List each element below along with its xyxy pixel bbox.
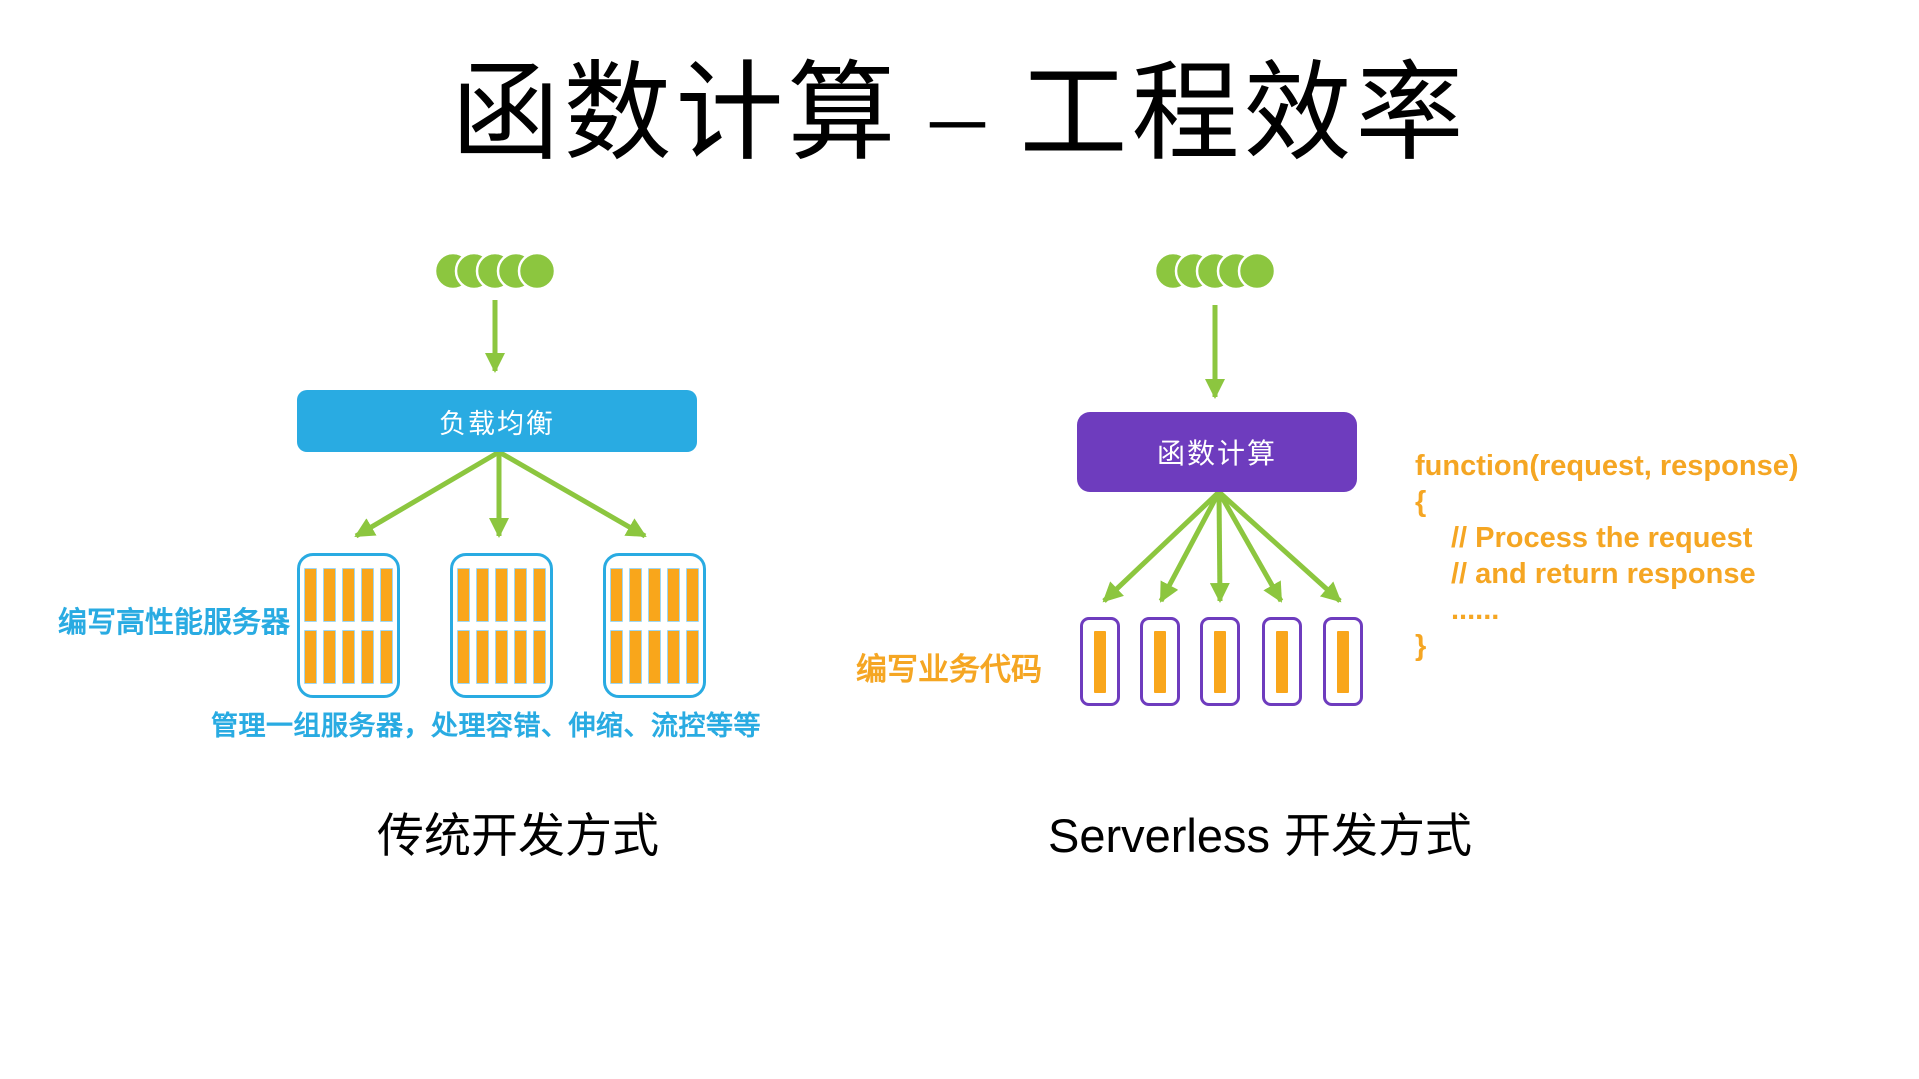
server-bar (476, 629, 489, 684)
function-compute-box: 函数计算 (1077, 412, 1357, 492)
server-bar (323, 567, 336, 622)
function-instance (1200, 617, 1240, 706)
server-bar-row (457, 629, 546, 684)
client-requests-icon (1153, 251, 1277, 291)
server-bar (361, 567, 374, 622)
server-bar (648, 629, 661, 684)
code-line: ...... (1451, 594, 1500, 626)
server-bar (476, 567, 489, 622)
function-bar (1337, 630, 1349, 693)
server-bar (342, 629, 355, 684)
function-bar (1154, 630, 1166, 693)
server-bar (667, 629, 680, 684)
server-rack (450, 553, 553, 698)
request-circle (517, 251, 557, 291)
server-bar (610, 629, 623, 684)
code-line: function(request, response) (1415, 450, 1799, 482)
arrow-fc-to-fn-1 (1102, 490, 1221, 603)
server-bar-row (457, 567, 546, 622)
function-bar (1214, 630, 1226, 693)
server-bar (495, 567, 508, 622)
arrow-fc-to-fn-2 (1158, 490, 1222, 603)
server-bar (533, 567, 546, 622)
server-bar (648, 567, 661, 622)
arrow-fc-to-fn-4 (1216, 490, 1284, 603)
code-line: // Process the request (1451, 522, 1753, 554)
arrow-fc-to-fn-5 (1217, 490, 1342, 603)
server-bar (323, 629, 336, 684)
code-line: { (1415, 486, 1427, 518)
arrow-lb-to-rack-3 (497, 449, 647, 539)
page-title: 函数计算 – 工程效率 (451, 55, 1468, 174)
server-bar-row (610, 567, 699, 622)
function-compute-label: 函数计算 (1156, 438, 1277, 469)
server-bar-row (304, 567, 393, 622)
function-instance (1080, 617, 1120, 706)
arrow-lb-to-rack-1 (354, 449, 501, 539)
code-snippet: function(request, response) { // Process… (1415, 448, 1799, 664)
traditional-caption: 传统开发方式 (377, 811, 659, 863)
server-bar (361, 629, 374, 684)
server-bar (495, 629, 508, 684)
function-instance (1140, 617, 1180, 706)
load-balancer-box: 负载均衡 (297, 390, 697, 452)
function-instance (1262, 617, 1302, 706)
server-bar (610, 567, 623, 622)
server-bar-row (610, 629, 699, 684)
code-line: } (1415, 630, 1427, 662)
server-bar (342, 567, 355, 622)
server-bar (457, 567, 470, 622)
arrow-fc-to-fn-3 (1209, 491, 1230, 603)
code-line: // and return response (1451, 558, 1756, 590)
server-bar (686, 567, 699, 622)
server-bar (380, 567, 393, 622)
server-bar (514, 567, 527, 622)
server-bar (304, 567, 317, 622)
server-bar (514, 629, 527, 684)
request-circle (1237, 251, 1277, 291)
server-bar (629, 567, 642, 622)
manage-servers-label: 管理一组服务器，处理容错、伸缩、流控等等 (211, 711, 761, 741)
function-bar (1276, 630, 1288, 693)
server-bar-row (304, 629, 393, 684)
server-bar (686, 629, 699, 684)
server-bar (629, 629, 642, 684)
function-bar (1094, 630, 1106, 693)
client-requests-icon (433, 251, 557, 291)
server-bar (667, 567, 680, 622)
serverless-caption-zh: 开发方式 (1284, 811, 1473, 863)
function-instance (1323, 617, 1363, 706)
write-servers-label: 编写高性能服务器 (58, 607, 291, 639)
server-rack (603, 553, 706, 698)
server-bar (533, 629, 546, 684)
load-balancer-label: 负载均衡 (439, 408, 555, 439)
server-rack (297, 553, 400, 698)
serverless-caption-en: Serverless (1048, 809, 1271, 862)
server-bar (457, 629, 470, 684)
server-bar (380, 629, 393, 684)
write-code-label: 编写业务代码 (856, 652, 1042, 687)
server-bar (304, 629, 317, 684)
